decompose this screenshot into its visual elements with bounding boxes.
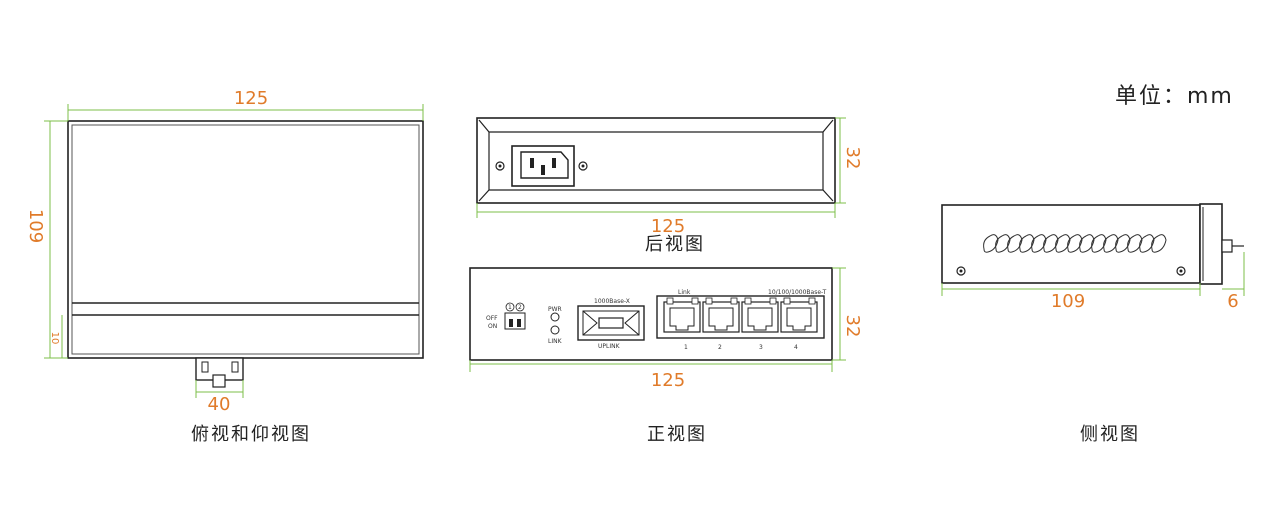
port-number-2: 2: [718, 344, 722, 351]
vent-slots: [983, 234, 1167, 253]
vent-slot: [1103, 234, 1119, 253]
side-view: 109 6 侧视图: [941, 203, 1245, 445]
top-bottom-view: 125 109 10 40 俯视和仰视图: [25, 88, 424, 445]
top-width-dim: 125: [234, 88, 268, 109]
strip-dim: 10: [49, 332, 60, 345]
rear-height-dim: 32: [842, 147, 863, 170]
port-number-4: 4: [794, 344, 798, 351]
rj45-port-1: [663, 297, 701, 333]
top-bottom-caption: 俯视和仰视图: [191, 424, 311, 445]
side-length-dim: 109: [1051, 291, 1085, 312]
rj45-block: [656, 295, 825, 339]
sfp-width-dim: 40: [208, 394, 231, 415]
top-height-dim: 109: [25, 209, 46, 243]
sfp-title: 1000Base-X: [594, 298, 630, 305]
off-label: OFF: [486, 315, 498, 322]
rj45-port-4: [780, 297, 818, 333]
rj-title: 10/100/1000Base-T: [768, 289, 827, 296]
pwr-led-icon: [550, 312, 560, 322]
vent-slot: [995, 234, 1011, 253]
rj-link-label: Link: [678, 289, 691, 296]
port-number-3: 3: [759, 344, 763, 351]
side-connector: [1221, 239, 1233, 253]
side-view-body: [941, 204, 1201, 284]
vent-slot: [1139, 234, 1155, 253]
pwr-label: PWR: [548, 306, 562, 313]
power-inlet: [511, 145, 575, 187]
front-height-dim: 32: [842, 315, 863, 338]
switch-2-label: 2: [518, 304, 522, 311]
port-number-1: 1: [684, 344, 688, 351]
top-view-inner-border: [71, 124, 420, 355]
side-caption: 侧视图: [1080, 424, 1140, 445]
switch-1-label: 1: [508, 304, 512, 311]
rj45-port-3: [741, 297, 779, 333]
on-label: ON: [488, 323, 497, 330]
vent-slot: [1151, 234, 1167, 253]
sfp-port: [577, 305, 645, 341]
vent-slot: [1115, 234, 1131, 253]
link-led-icon: [550, 325, 560, 335]
side-protrusion-dim: 6: [1227, 291, 1238, 312]
vent-slot: [1055, 234, 1071, 253]
vent-slot: [1067, 234, 1083, 253]
vent-slot: [1091, 234, 1107, 253]
rear-width-dim: 125: [651, 216, 685, 237]
dip-switch: [504, 312, 526, 330]
vent-slot: [1079, 234, 1095, 253]
vent-slot: [1031, 234, 1047, 253]
sfp-module-bottom: [195, 357, 244, 388]
vent-slot: [1043, 234, 1059, 253]
top-view-body: [67, 120, 424, 359]
front-view: OFF ON 1 2 PWR LINK 1000Base-X UPLINK Li…: [469, 267, 863, 445]
units-label: 单位：mm: [1115, 84, 1234, 109]
vent-slot: [1019, 234, 1035, 253]
vent-slot: [983, 234, 999, 253]
rear-view: 125 32 后视图: [476, 117, 863, 255]
link-led-label: LINK: [548, 338, 563, 345]
front-width-dim: 125: [651, 370, 685, 391]
uplink-label: UPLINK: [598, 343, 621, 350]
vent-slot: [1007, 234, 1023, 253]
vent-slot: [1127, 234, 1143, 253]
rear-caption: 后视图: [645, 234, 705, 255]
rj45-port-2: [702, 297, 740, 333]
front-caption: 正视图: [647, 424, 707, 445]
